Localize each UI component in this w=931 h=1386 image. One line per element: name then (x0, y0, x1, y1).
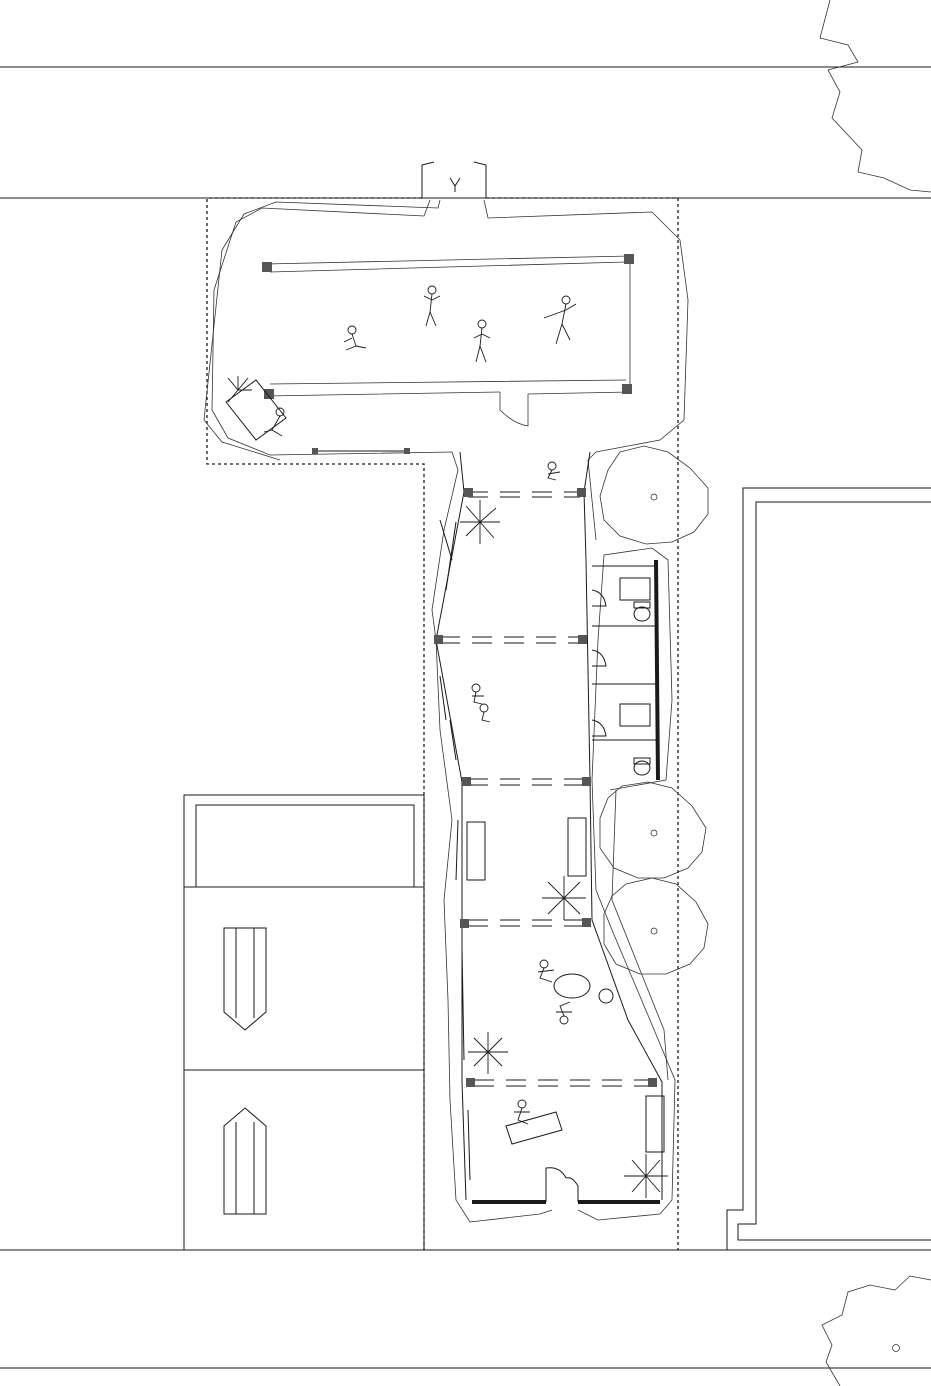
main-hall (262, 254, 634, 454)
right-building (726, 487, 931, 1250)
person-table-1 (537, 959, 555, 983)
toilet-fixture-2 (633, 757, 651, 776)
plant-4 (624, 1154, 668, 1198)
person-corridor-3 (479, 703, 491, 723)
person-corridor-2 (471, 683, 484, 705)
top-entrance-gate (421, 161, 487, 198)
person-dancer-4 (543, 295, 577, 345)
bottom-room (472, 1167, 660, 1204)
plant-2 (542, 876, 586, 920)
tree-2 (599, 781, 707, 879)
plant-3 (468, 1032, 508, 1074)
car-top-symbol (223, 927, 267, 1031)
tree-1 (599, 445, 709, 545)
person-table-2 (556, 1001, 572, 1025)
left-building (183, 794, 425, 1251)
corridor-walls (435, 451, 663, 1201)
person-dancer-3 (473, 319, 491, 363)
furniture (225, 379, 665, 1153)
plant-1 (460, 500, 500, 544)
tree-canopy-top (819, 0, 931, 193)
tree-trunk-bottom (892, 1344, 900, 1352)
person-dancer-1 (343, 325, 367, 351)
tree-canopy-bottom (821, 1275, 931, 1386)
site-boundary (206, 197, 679, 1250)
person-dancer-2 (423, 285, 441, 327)
car-bottom-symbol (223, 1107, 267, 1215)
street-lines (0, 66, 931, 1369)
tree-3 (603, 877, 709, 975)
landscape-outline (203, 199, 689, 1223)
person-corridor-1 (547, 461, 561, 481)
person-bottom-room (514, 1099, 530, 1125)
toilet-fixture-1 (633, 601, 651, 622)
plant-5 (227, 376, 252, 403)
person-seated-corner (263, 407, 285, 437)
toilet-block (591, 559, 660, 781)
cross-beams (434, 488, 657, 1087)
